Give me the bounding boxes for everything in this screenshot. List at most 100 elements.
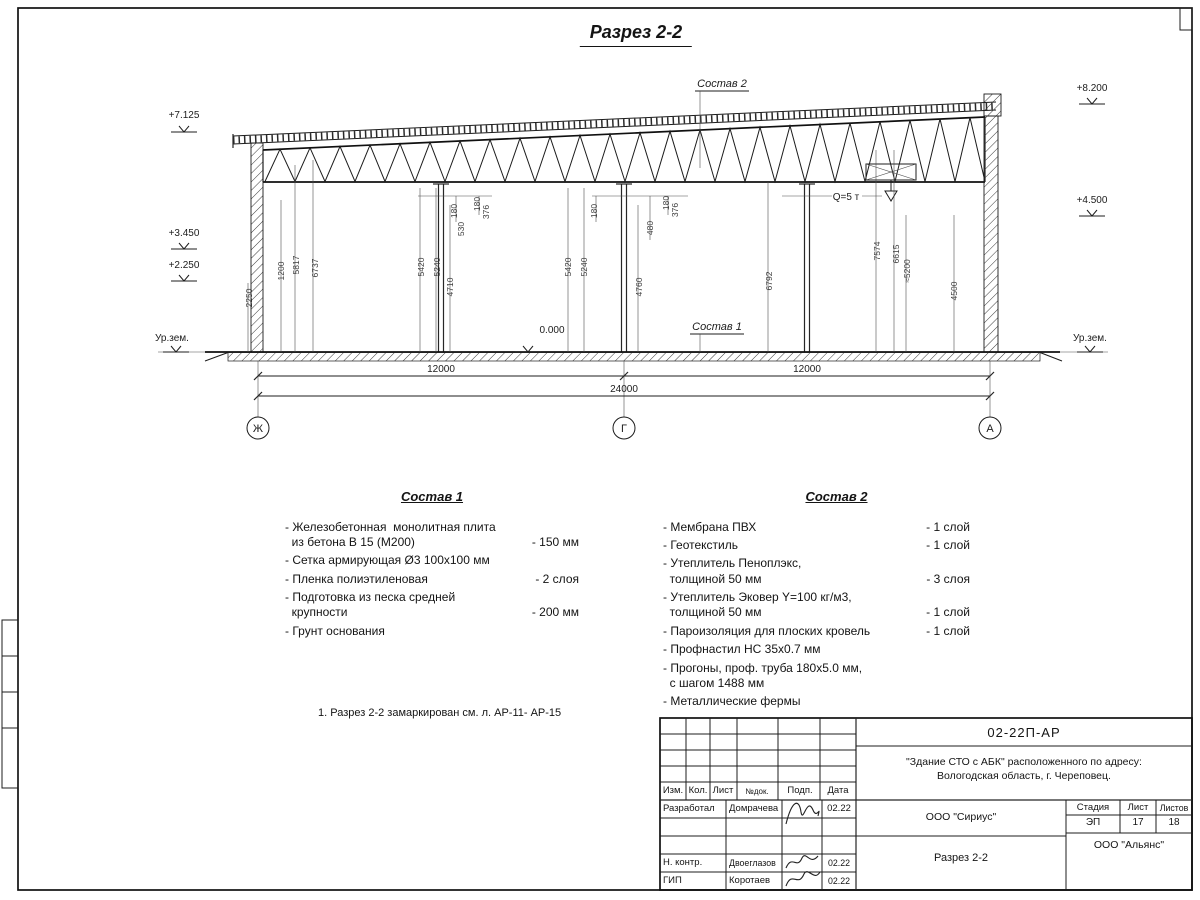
vdim-19: 7574: [872, 241, 882, 260]
role-developer: Разработал: [663, 803, 715, 814]
crane-hoist: [862, 163, 917, 202]
dim-total: 24000: [610, 384, 638, 395]
sostav2-block: Состав 2 - Мембрана ПВХ - 1 слой - Геоте…: [663, 489, 970, 713]
list-item: - Пароизоляция для плоских кровель - 1 с…: [663, 624, 970, 639]
vdim-9: 180: [472, 197, 482, 211]
material-text: - Подготовка из песка средней крупности: [285, 590, 456, 620]
title-block-grid: [659, 717, 1193, 891]
role-ncontrol: Н. контр.: [663, 857, 703, 868]
material-text: - Геотекстиль: [663, 537, 738, 552]
walls: [250, 93, 1002, 353]
signature-ncontrol: [785, 855, 819, 869]
material-value: - 2 слоя: [535, 571, 579, 586]
material-text: - Пленка полиэтиленовая: [285, 571, 428, 586]
vdim-4: 5420: [416, 257, 426, 276]
list-item: - Профнастил НС 35х0.7 мм: [663, 642, 970, 657]
col-header-kol: Кол.: [688, 785, 708, 796]
material-text: - Мембрана ПВХ: [663, 519, 757, 534]
vdim-17: 376: [670, 203, 680, 217]
list-item: - Подготовка из песка средней крупности …: [285, 590, 579, 621]
drawing-note: 1. Разрез 2-2 замаркирован см. л. АР-11-…: [318, 707, 562, 719]
elev-left-low: +2.250: [169, 260, 200, 271]
elev-right-roof: +8.200: [1077, 83, 1108, 94]
material-text: - Сетка армирующая Ø3 100х100 мм: [285, 553, 490, 568]
vdim-14: 4760: [634, 277, 644, 296]
sheets-value: 18: [1168, 817, 1180, 828]
list-item: - Мембрана ПВХ - 1 слой: [663, 520, 970, 535]
material-value: - 3 слоя: [926, 571, 970, 586]
vdim-12: 5240: [579, 257, 589, 276]
list-item: - Геотекстиль - 1 слой: [663, 538, 970, 553]
material-value: - 1 слой: [926, 623, 970, 638]
vdim-8: 530: [456, 222, 466, 236]
vdim-7: 180: [449, 204, 459, 218]
dim-span-left: 12000: [427, 364, 455, 375]
client-org: ООО "Альянс": [1093, 839, 1165, 851]
vdim-13: 180: [589, 204, 599, 218]
page-title: Разрез 2-2: [579, 22, 693, 47]
signature-gip: [785, 871, 821, 887]
floor: [158, 351, 1108, 362]
vdim-3: 6737: [310, 258, 320, 277]
name-gip: Коротаев: [729, 875, 771, 886]
columns: [418, 183, 832, 352]
material-value: - 1 слой: [926, 519, 970, 534]
material-text: - Утеплитель Пеноплэкс, толщиной 50 мм: [663, 556, 802, 586]
sheet-name: Разрез 2-2: [933, 852, 989, 864]
vdim-16: 180: [661, 196, 671, 210]
ground-level-left: Ур.зем.: [155, 333, 189, 344]
sostav1-leader-label: Состав 1: [692, 321, 742, 333]
sostav2-heading: Состав 2: [805, 489, 868, 504]
vdim-20: 6615: [891, 244, 901, 263]
col-header-izm: Изм.: [662, 785, 684, 796]
list-item: - Пленка полиэтиленовая - 2 слоя: [285, 572, 579, 587]
material-value: - 150 мм: [531, 534, 579, 549]
axis-label-g: Г: [621, 423, 627, 435]
sostav1-block: Состав 1 - Железобетонная монолитная пли…: [285, 489, 579, 642]
material-text: - Железобетонная монолитная плита из бет…: [285, 519, 496, 549]
roof: [232, 101, 997, 148]
vdim-1: 1200: [276, 261, 286, 280]
vdim-22: 4500: [949, 281, 959, 300]
vdim-15: 480: [645, 221, 655, 235]
project-address-line2: Вологодская область, г. Череповец.: [937, 770, 1111, 782]
signature-developer: [785, 802, 820, 825]
sheet-frame: [1, 7, 1193, 891]
ground-level-right: Ур.зем.: [1073, 333, 1107, 344]
vdim-18: 6792: [764, 271, 774, 290]
list-item: - Металлические фермы: [663, 694, 970, 709]
name-ncontrol: Двоеглазов: [729, 858, 776, 868]
v-dim-labels: 2250 1200 5817 6737 5420 5240 4710 180 5…: [244, 196, 959, 308]
design-org: ООО "Сириус": [925, 811, 997, 823]
list-item: - Утеплитель Эковер Y=100 кг/м3, толщино…: [663, 590, 970, 621]
material-value: - 1 слой: [926, 605, 970, 620]
dimension-lines: [253, 361, 995, 417]
sheets-label: Листов: [1159, 803, 1189, 813]
list-item: - Грунт основания: [285, 624, 579, 639]
witness-lines: [247, 150, 955, 352]
signatures: [785, 802, 821, 887]
vdim-21: ≈5200: [902, 259, 912, 283]
list-item: - Сетка армирующая Ø3 100х100 мм: [285, 553, 579, 568]
axis-label-a: А: [986, 423, 994, 435]
material-text: - Грунт основания: [285, 623, 385, 638]
vdim-6: 4710: [445, 277, 455, 296]
document-code: 02-22П-АР: [987, 725, 1061, 740]
material-text: - Прогоны, проф. труба 180х5.0 мм, с шаг…: [663, 660, 863, 690]
col-header-ndok: №док.: [745, 787, 769, 796]
sheet-value: 17: [1132, 817, 1144, 828]
elev-left-mid: +3.450: [169, 228, 200, 239]
vdim-2: 5817: [291, 255, 301, 274]
vdim-5: 5240: [432, 257, 442, 276]
name-developer: Домрачева: [729, 803, 779, 814]
axis-label-zh: Ж: [253, 423, 263, 435]
dim-span-right: 12000: [793, 364, 821, 375]
project-address-line1: "Здание СТО с АБК" расположенного по адр…: [906, 756, 1142, 768]
material-text: - Утеплитель Эковер Y=100 кг/м3, толщино…: [663, 590, 852, 620]
role-gip: ГИП: [663, 875, 682, 886]
col-header-data: Дата: [827, 785, 849, 796]
h-dim-labels: 12000 12000 24000: [427, 364, 821, 395]
material-value: - 200 мм: [531, 605, 579, 620]
